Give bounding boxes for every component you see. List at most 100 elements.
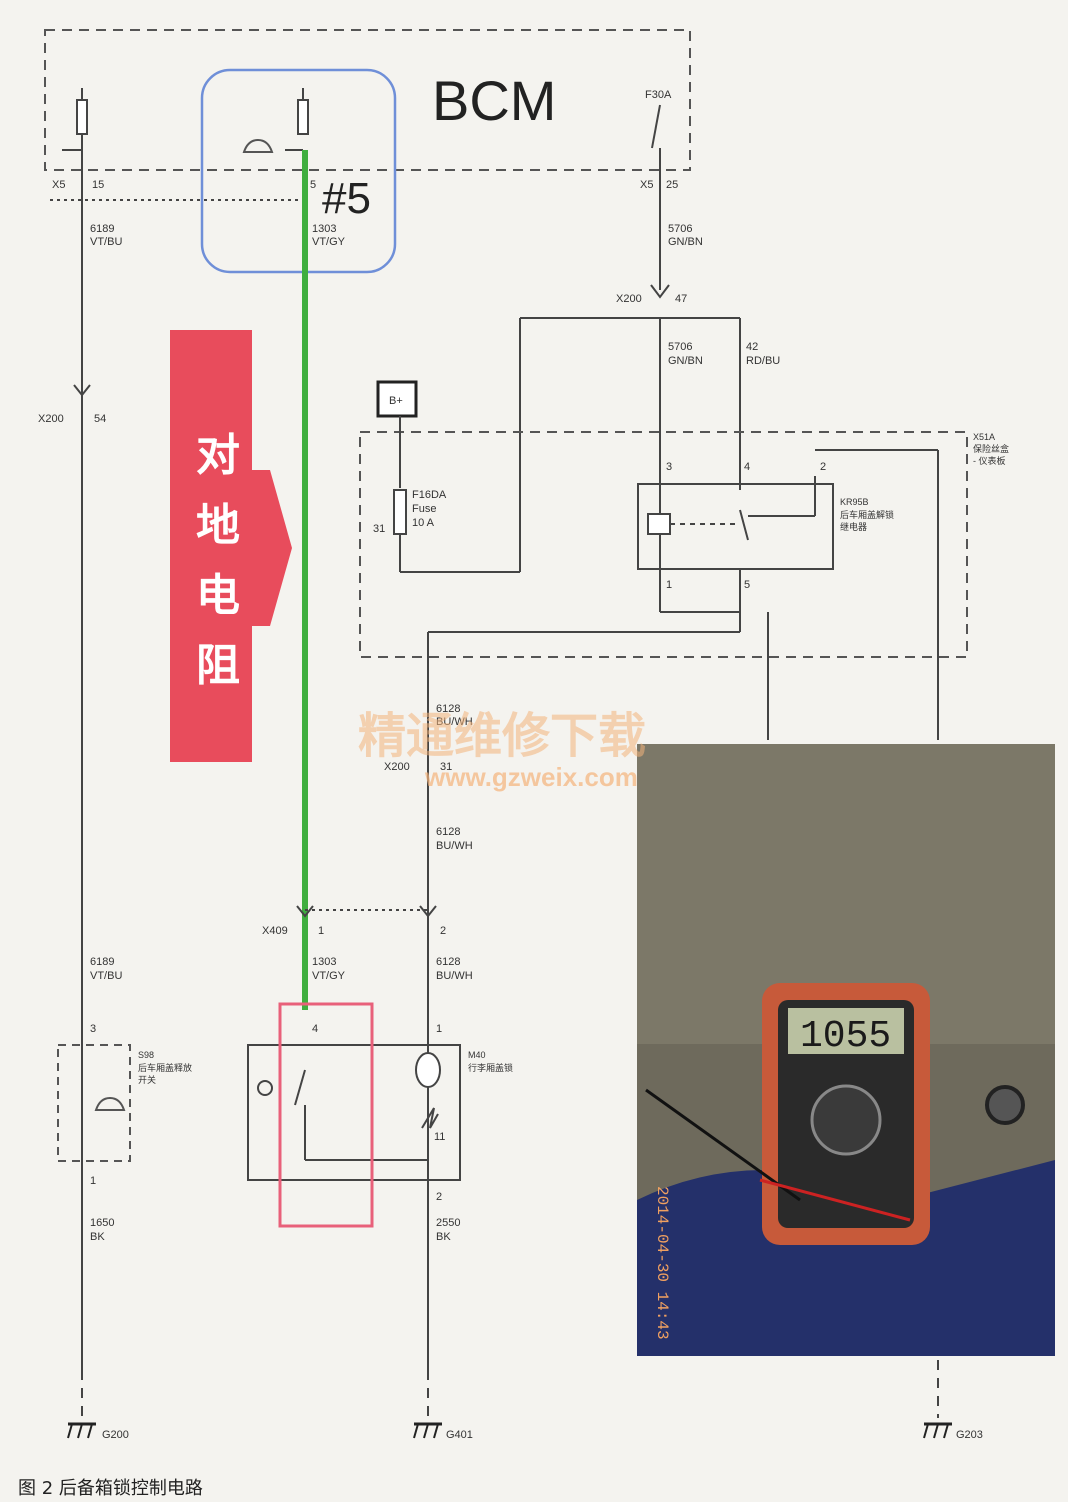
svg-text:3: 3	[90, 1023, 96, 1035]
svg-text:BU/WH: BU/WH	[436, 970, 473, 982]
fuse-box	[359, 431, 968, 658]
svg-text:X200: X200	[616, 293, 642, 305]
watermark-cn: 精通维修下载	[358, 708, 646, 764]
svg-text:后车厢盖解锁继电器: 后车厢盖解锁继电器	[840, 509, 894, 532]
svg-text:地: 地	[196, 500, 240, 551]
svg-text:BK: BK	[436, 1231, 451, 1243]
svg-text:31: 31	[373, 523, 385, 535]
svg-text:1650: 1650	[90, 1217, 114, 1229]
svg-text:1303: 1303	[312, 956, 336, 968]
svg-text:1: 1	[436, 1023, 442, 1035]
svg-text:4: 4	[744, 461, 750, 473]
svg-text:阻: 阻	[196, 640, 240, 691]
svg-text:BU/WH: BU/WH	[436, 716, 473, 728]
bcm-left-resistor	[76, 99, 88, 135]
circuit-marker: #5	[322, 174, 371, 223]
ground-g203	[923, 1422, 952, 1439]
svg-text:X5: X5	[640, 179, 653, 191]
multimeter-photo: 1055 2014-04-30 14:43	[637, 744, 1055, 1356]
svg-text:BK: BK	[90, 1231, 105, 1243]
key-icon	[257, 1080, 273, 1096]
svg-text:B+: B+	[389, 395, 403, 407]
svg-text:15: 15	[92, 179, 104, 191]
ground-g200	[67, 1422, 96, 1439]
svg-text:GN/BN: GN/BN	[668, 236, 703, 248]
fuse-f16da	[393, 489, 407, 535]
svg-text:X409: X409	[262, 925, 288, 937]
svg-text:电: 电	[196, 570, 240, 621]
svg-text:G200: G200	[102, 1429, 129, 1441]
svg-text:1: 1	[666, 579, 672, 591]
switch-s98	[57, 1044, 131, 1162]
motor-icon	[415, 1052, 441, 1088]
car-icon	[94, 1096, 126, 1111]
svg-text:X200: X200	[384, 761, 410, 773]
b-plus-box	[376, 380, 418, 418]
svg-text:5: 5	[310, 179, 316, 191]
svg-text:10 A: 10 A	[412, 517, 435, 529]
svg-text:2: 2	[820, 461, 826, 473]
svg-text:5: 5	[744, 579, 750, 591]
svg-text:后车厢盖释放开关: 后车厢盖释放开关	[138, 1062, 192, 1085]
svg-text:2014-04-30 14:43: 2014-04-30 14:43	[653, 1186, 671, 1340]
svg-text:6189: 6189	[90, 223, 114, 235]
svg-text:2: 2	[440, 925, 446, 937]
svg-text:VT/GY: VT/GY	[312, 236, 346, 248]
switch-highlight-box	[278, 1002, 374, 1228]
bcm-mid-resistor	[297, 99, 309, 135]
svg-text:6189: 6189	[90, 956, 114, 968]
pin5-highlight-box	[200, 68, 397, 274]
svg-text:BU/WH: BU/WH	[436, 840, 473, 852]
svg-text:1055: 1055	[800, 1015, 891, 1058]
svg-text:42: 42	[746, 341, 758, 353]
svg-text:F30A: F30A	[645, 89, 672, 101]
resistance-arrow	[170, 330, 292, 762]
svg-text:VT/BU: VT/BU	[90, 236, 122, 248]
svg-text:47: 47	[675, 293, 687, 305]
lock-m40	[247, 1044, 461, 1181]
svg-text:5706: 5706	[668, 223, 692, 235]
svg-text:X5: X5	[52, 179, 65, 191]
svg-text:Fuse: Fuse	[412, 503, 436, 515]
svg-text:31: 31	[440, 761, 452, 773]
svg-text:1: 1	[90, 1175, 96, 1187]
car-icon	[242, 138, 274, 153]
svg-text:3: 3	[666, 461, 672, 473]
relay-kr95b	[637, 483, 834, 570]
svg-text:对: 对	[196, 430, 240, 481]
svg-text:G401: G401	[446, 1429, 473, 1441]
svg-text:25: 25	[666, 179, 678, 191]
svg-text:行李厢盖锁: 行李厢盖锁	[468, 1062, 513, 1073]
svg-text:RD/BU: RD/BU	[746, 355, 780, 367]
svg-text:F16DA: F16DA	[412, 489, 447, 501]
svg-text:4: 4	[312, 1023, 318, 1035]
ground-g401	[413, 1422, 442, 1439]
svg-text:6128: 6128	[436, 703, 460, 715]
overlay-text: 对 地 电 阻	[196, 430, 240, 691]
bcm-box	[44, 29, 691, 171]
svg-text:X200: X200	[38, 413, 64, 425]
selector-dial	[810, 1084, 882, 1156]
svg-text:VT/GY: VT/GY	[312, 970, 346, 982]
svg-text:VT/BU: VT/BU	[90, 970, 122, 982]
svg-text:2: 2	[436, 1191, 442, 1203]
svg-text:1303: 1303	[312, 223, 336, 235]
watermark-url: www.gzweix.com	[424, 762, 638, 792]
svg-text:2550: 2550	[436, 1217, 460, 1229]
svg-text:S98: S98	[138, 1050, 154, 1060]
figure-caption: 图 2 后备箱锁控制电路	[18, 1478, 203, 1499]
svg-text:1: 1	[318, 925, 324, 937]
svg-text:6128: 6128	[436, 956, 460, 968]
svg-text:11: 11	[434, 1131, 445, 1143]
svg-text:GN/BN: GN/BN	[668, 355, 703, 367]
lcd-display	[788, 1008, 904, 1054]
svg-text:G203: G203	[956, 1429, 983, 1441]
svg-text:M40: M40	[468, 1050, 486, 1060]
bcm-title: BCM	[432, 69, 556, 132]
svg-text:54: 54	[94, 413, 106, 425]
svg-text:5706: 5706	[668, 341, 692, 353]
svg-text:6128: 6128	[436, 826, 460, 838]
svg-text:KR95B: KR95B	[840, 497, 869, 507]
